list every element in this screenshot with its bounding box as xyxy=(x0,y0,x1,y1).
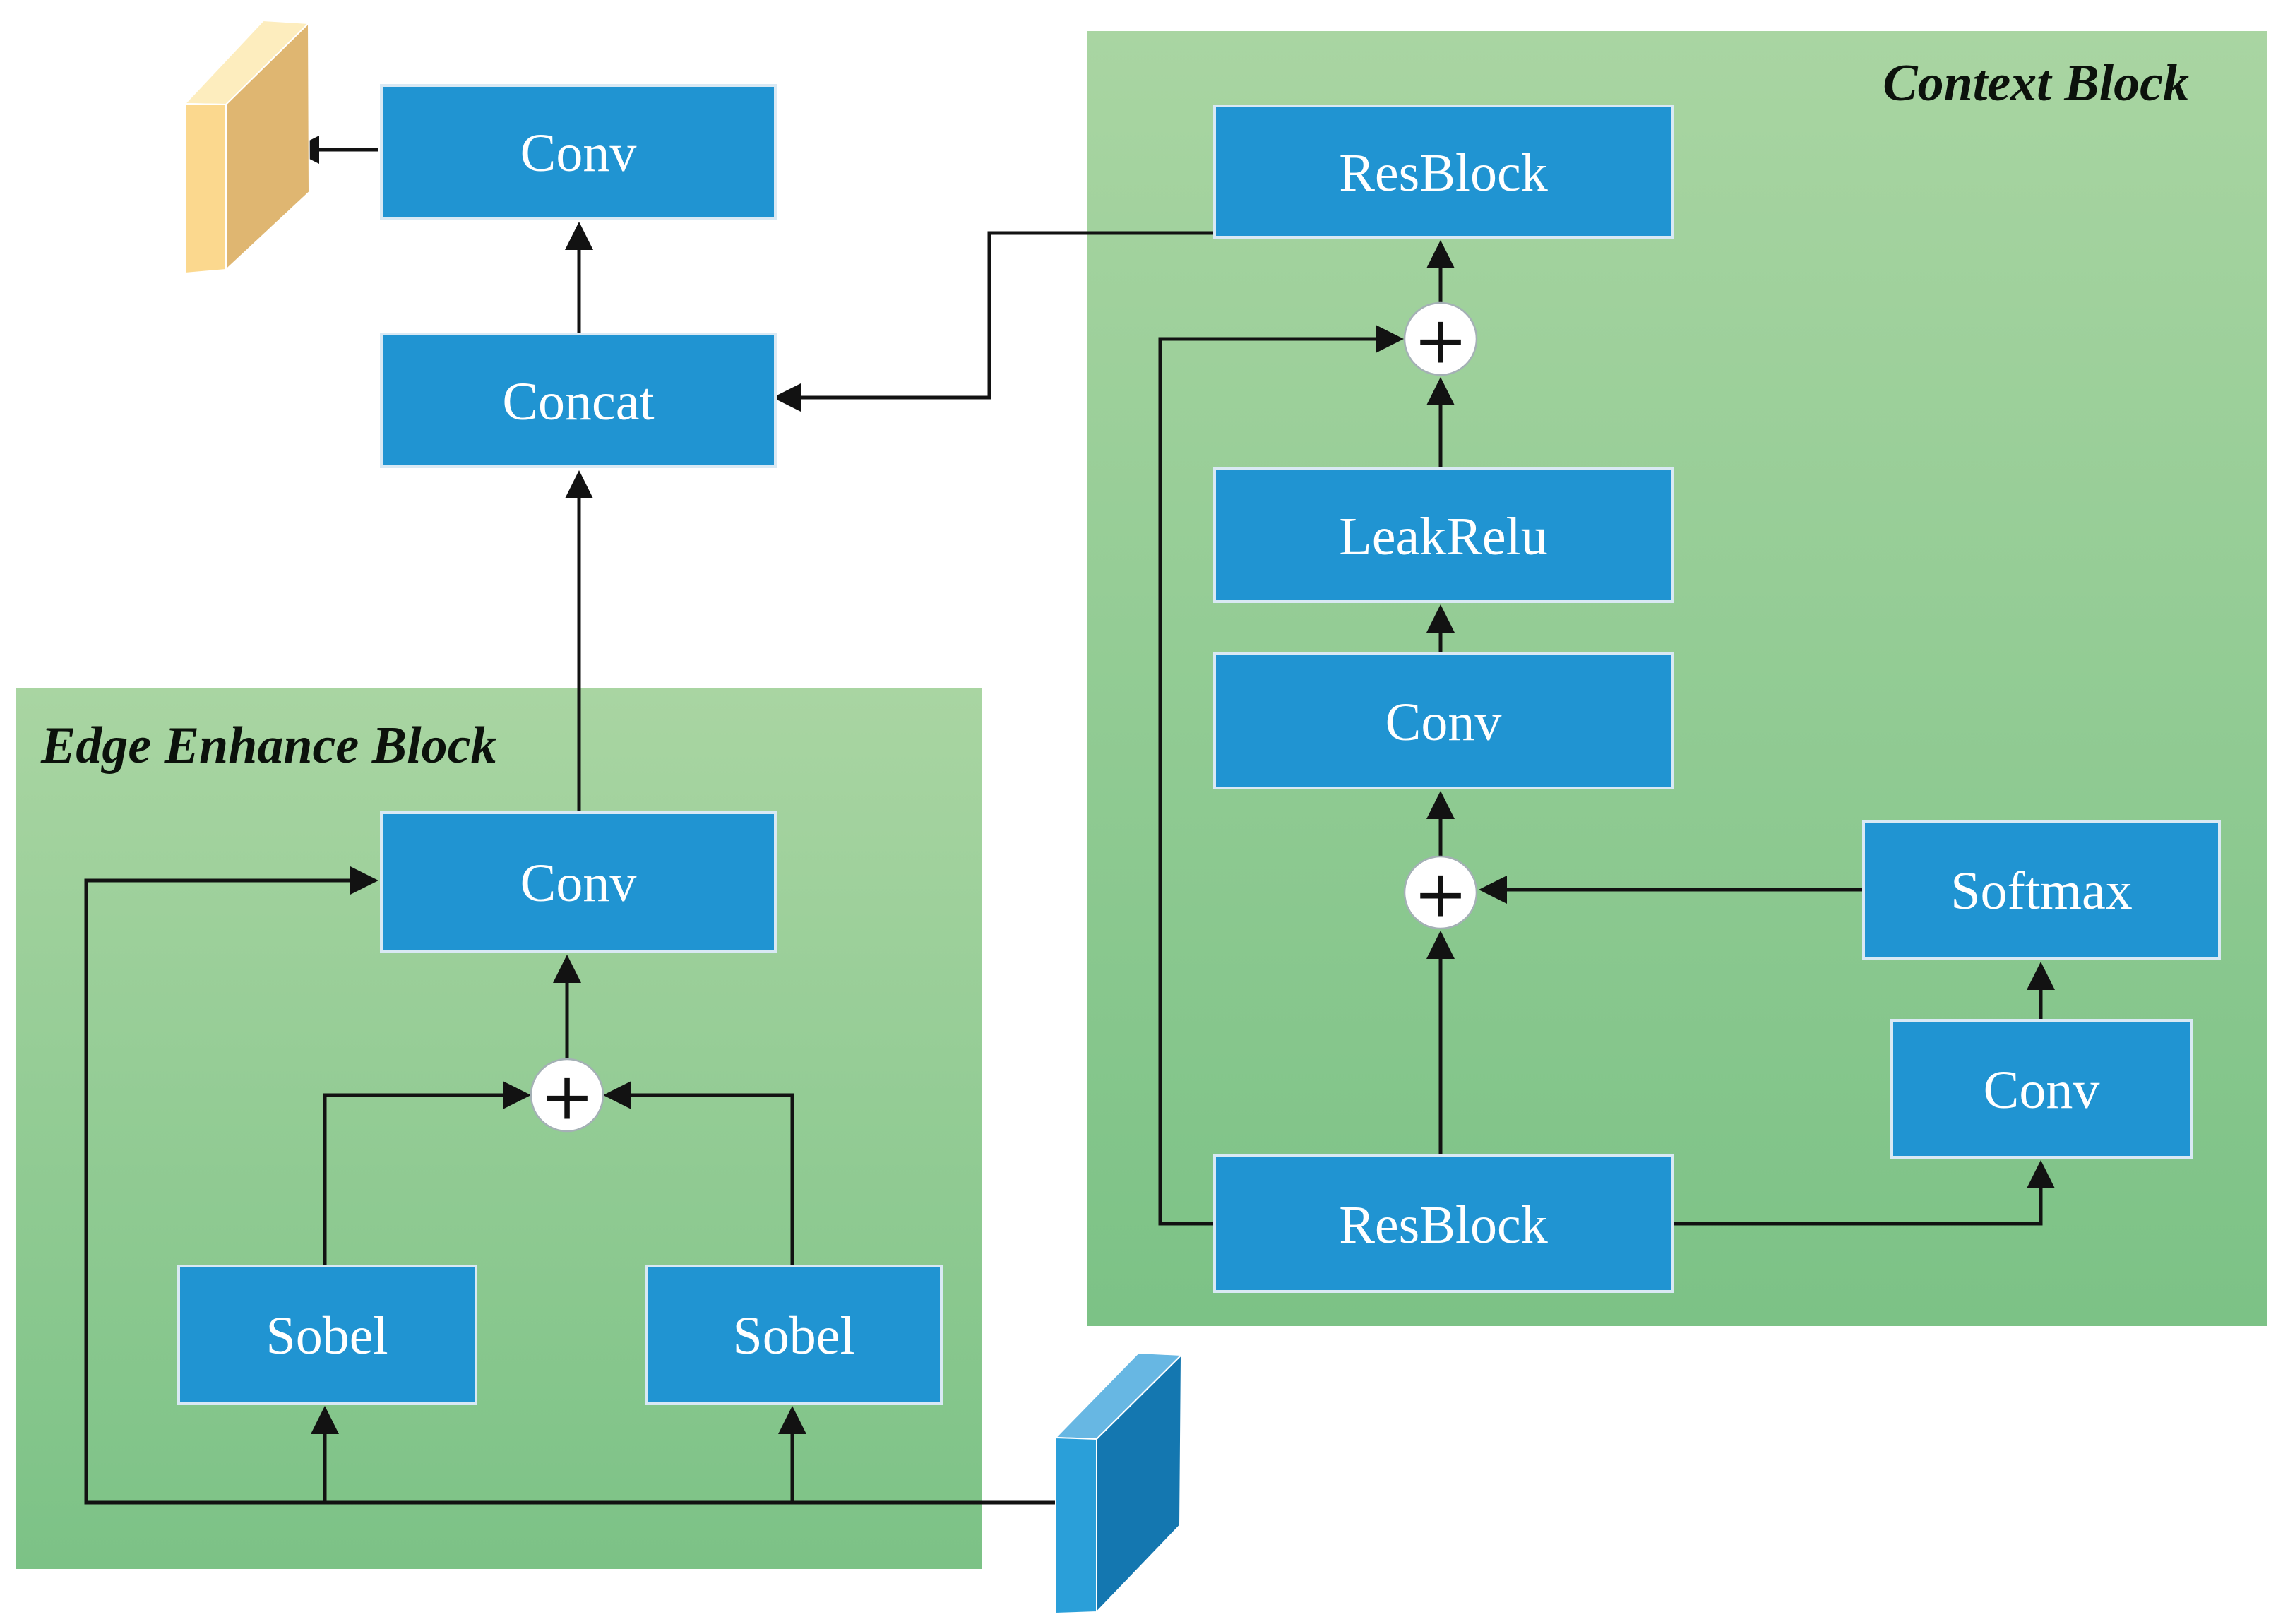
arrow-sobel-right-to-add3 xyxy=(603,1081,794,1266)
conv-edge-box xyxy=(380,811,777,953)
resblock-top-label: ResBlock xyxy=(1339,143,1548,203)
sobel-left-box xyxy=(177,1265,477,1405)
edge-enhance-block-title: Edge Enhance Block xyxy=(40,717,496,775)
top-flow: Conv Concat xyxy=(380,84,777,468)
input-tensor-front-face xyxy=(1055,1437,1097,1614)
arrow-resblockbtm-to-sideconv xyxy=(1672,1160,2055,1226)
output-tensor-front-face xyxy=(184,103,227,274)
softmax-box xyxy=(1862,820,2221,960)
add-icon-symbol: + xyxy=(1413,856,1467,932)
conv-side-box xyxy=(1890,1019,2193,1159)
connectors xyxy=(84,136,2055,1505)
add-icon-symbol: + xyxy=(1413,303,1467,378)
concat-box xyxy=(380,333,777,468)
add-icon-symbol: + xyxy=(540,1059,594,1135)
conv-top-box xyxy=(380,84,777,220)
arrow-resblockbtm-skip-to-add1 xyxy=(1158,325,1404,1226)
softmax-label: Softmax xyxy=(1950,861,2133,921)
output-tensor xyxy=(184,20,310,274)
input-tensor xyxy=(1055,1352,1182,1614)
arrow-input-skip-to-edgeconv xyxy=(84,866,1056,1505)
add-icon xyxy=(1403,855,1478,930)
context-nodes: ResBlock + LeakRelu Conv + Softmax Conv … xyxy=(1213,105,2221,1293)
add-icon xyxy=(1403,301,1478,376)
sobel-right-label: Sobel xyxy=(732,1306,854,1366)
conv-mid-box xyxy=(1213,652,1674,789)
context-block-title: Context Block xyxy=(1883,54,2189,112)
leakrelu-box xyxy=(1213,467,1674,603)
conv-edge-label: Conv xyxy=(520,854,637,913)
sobel-left-label: Sobel xyxy=(266,1306,388,1366)
concat-label: Concat xyxy=(502,372,654,431)
resblock-bottom-label: ResBlock xyxy=(1339,1195,1548,1255)
conv-side-label: Conv xyxy=(1984,1061,2100,1120)
arrow-resblock-to-concat xyxy=(773,231,1218,412)
edge-enhance-nodes: Conv Sobel Sobel + xyxy=(177,811,943,1405)
conv-top-label: Conv xyxy=(520,124,637,183)
add-icon xyxy=(530,1058,604,1133)
leakrelu-label: LeakRelu xyxy=(1339,507,1547,566)
resblock-top-box xyxy=(1213,105,1674,239)
conv-mid-label: Conv xyxy=(1385,693,1502,752)
arrow-sobel-left-to-add3 xyxy=(323,1081,531,1266)
resblock-bottom-box xyxy=(1213,1154,1674,1293)
sobel-right-box xyxy=(645,1265,943,1405)
